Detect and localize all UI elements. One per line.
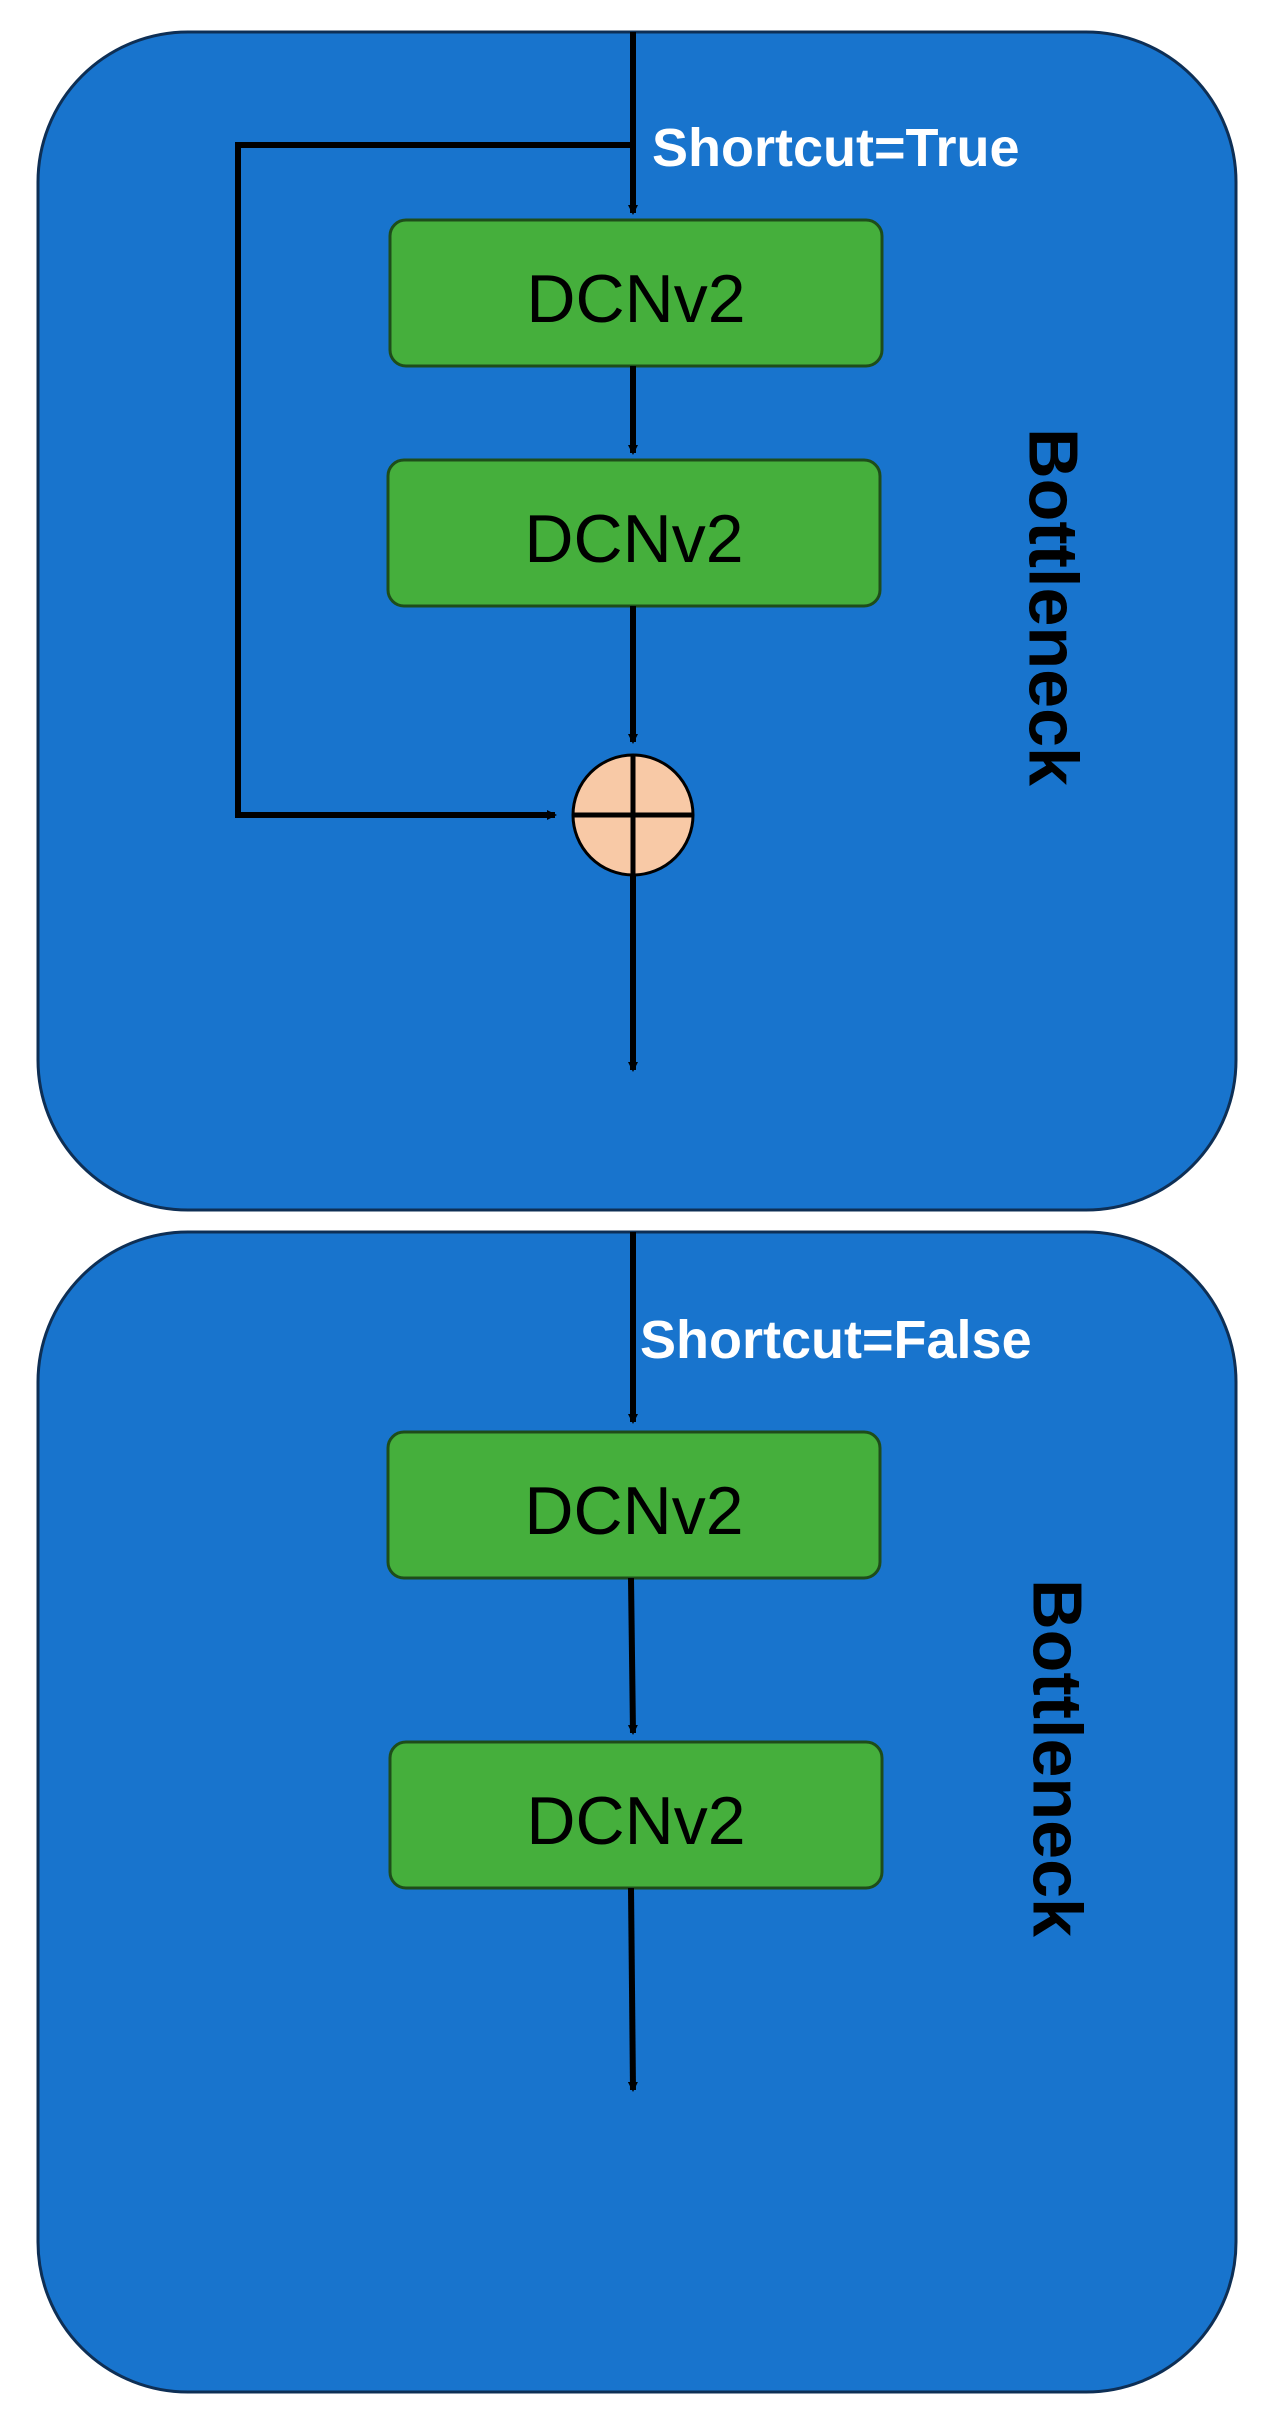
shortcut-connection [235, 142, 633, 820]
shortcut-label: Shortcut=False [640, 1310, 1032, 1370]
side-label-bottleneck: Bottleneck [1015, 428, 1093, 786]
side-label-bottleneck: Bottleneck [1019, 1579, 1097, 1937]
bottleneck-panel-shortcut-true: Shortcut=True DCNv2 DCNv2 Bottleneck [36, 30, 1238, 1212]
output-arrow [627, 1887, 638, 2092]
block-connector-arrow [627, 1577, 638, 1735]
dcnv2-block-2-label: DCNv2 [524, 501, 743, 577]
dcnv2-block-1-label: DCNv2 [526, 261, 745, 337]
shortcut-label: Shortcut=True [652, 118, 1020, 178]
dcnv2-block-1-label: DCNv2 [524, 1473, 743, 1549]
dcnv2-block-2-label: DCNv2 [526, 1783, 745, 1859]
plus-circle-icon [571, 753, 695, 877]
dcnv2-block-2 [388, 1740, 884, 1890]
bottleneck-panel-shortcut-false: Shortcut=False DCNv2 DCNv2 Bottleneck [36, 1230, 1238, 2394]
panel-background [36, 30, 1238, 1212]
